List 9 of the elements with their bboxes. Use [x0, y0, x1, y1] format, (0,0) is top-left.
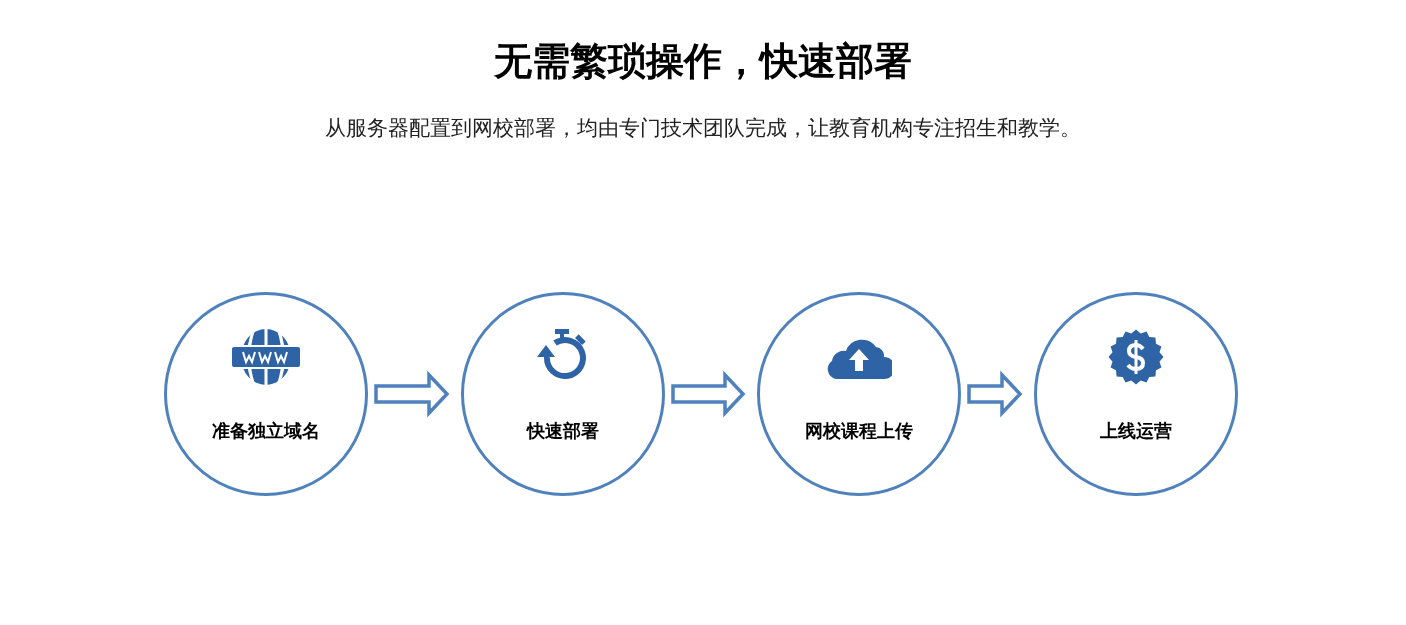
step-label: 网校课程上传 — [805, 419, 913, 443]
block-arrow — [374, 370, 450, 418]
heading: 无需繁琐操作，快速部署 — [494, 39, 912, 83]
step-label: 准备独立域名 — [212, 419, 320, 443]
subtitle: 从服务器配置到网校部署，均由专门技术团队完成，让教育机构专注招生和教学。 — [325, 116, 1081, 140]
step-label: 上线运营 — [1100, 419, 1172, 443]
block-arrow — [967, 370, 1023, 418]
block-arrow — [671, 370, 746, 418]
step-label: 快速部署 — [527, 419, 599, 443]
